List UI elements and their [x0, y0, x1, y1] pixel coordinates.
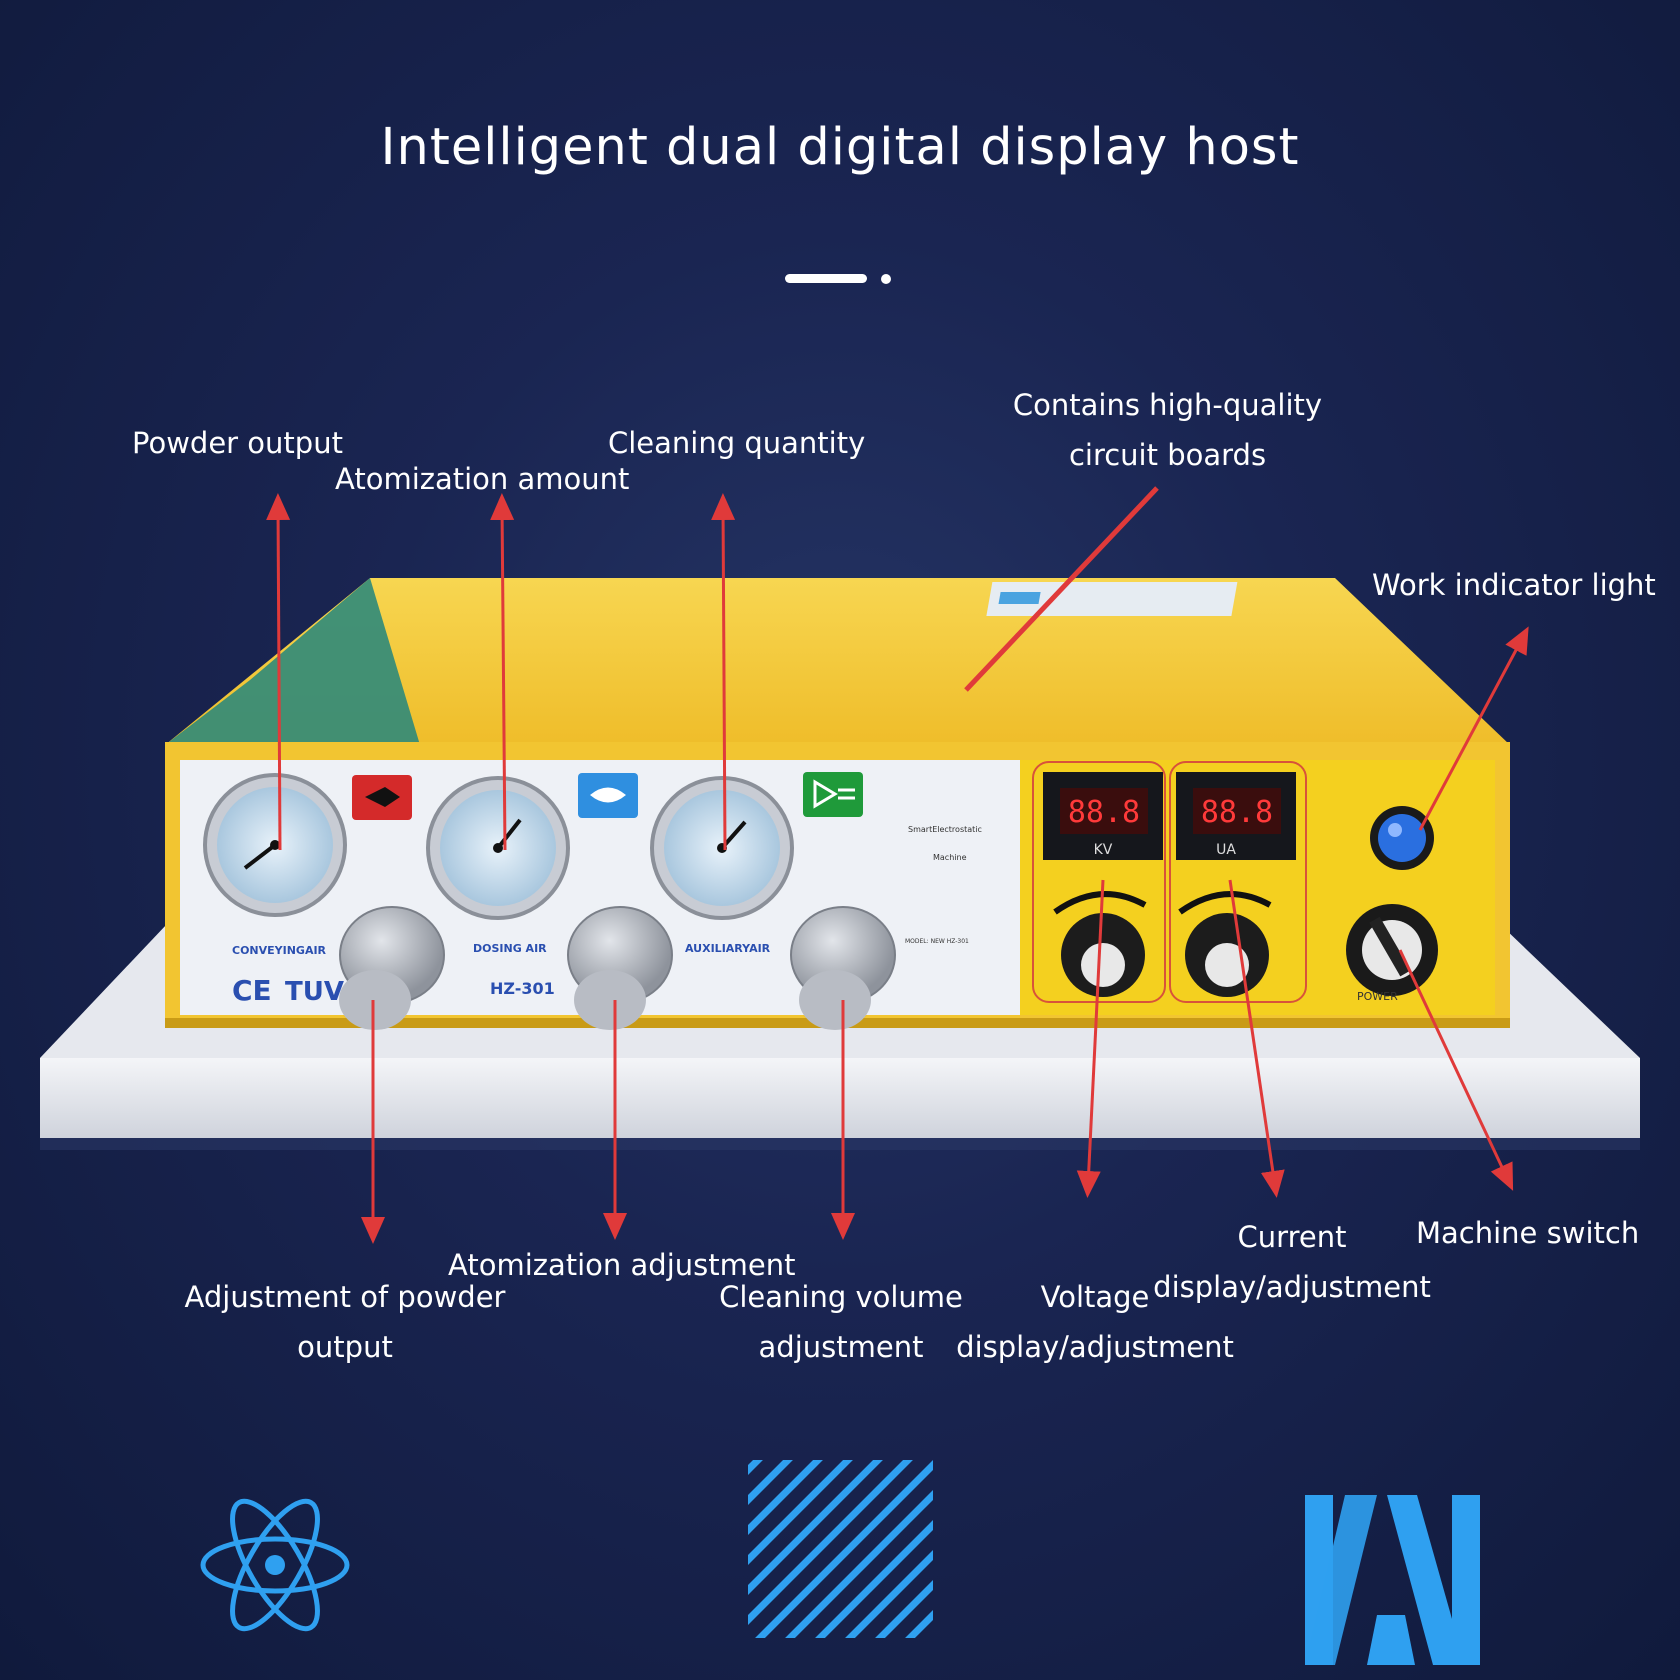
gauge-auxiliary-air — [650, 776, 794, 920]
label-cleaning-quantity: Cleaning quantity — [608, 426, 866, 460]
title-dot — [881, 274, 891, 284]
svg-text:88.8: 88.8 — [1068, 795, 1140, 830]
atomization-knob[interactable] — [567, 906, 673, 1030]
gauge3-label: AUXILIARYAIR — [685, 942, 771, 955]
gauge1-label: CONVEYINGAIR — [232, 944, 327, 957]
label-current: Current display/adjustment — [1152, 1212, 1432, 1312]
ce-mark: CE — [232, 974, 272, 1007]
label-cleaning-volume: Cleaning volume adjustment — [715, 1272, 967, 1372]
diagonal-stripes-icon — [748, 1460, 933, 1638]
label-adj-powder-line2: output — [297, 1330, 393, 1364]
label-adj-powder-line1: Adjustment of powder — [184, 1280, 506, 1314]
model-code: HZ-301 — [490, 979, 555, 998]
label-circuit-boards: Contains high-quality circuit boards — [1000, 380, 1335, 480]
page-title: Intelligent dual digital display host — [380, 118, 1300, 177]
tuv-mark: TUV — [285, 977, 344, 1007]
label-cleaning-volume-line2: adjustment — [758, 1330, 924, 1364]
label-powder-output: Powder output — [132, 426, 343, 460]
label-voltage-line2: display/adjustment — [956, 1330, 1234, 1364]
gauge2-label: DOSING AIR — [473, 942, 547, 955]
gauge-conveying-air — [203, 773, 347, 917]
powder-output-knob[interactable] — [339, 906, 445, 1030]
label-atomization-amount: Atomization amount — [335, 462, 630, 496]
label-circuit-line2: circuit boards — [1068, 438, 1267, 472]
svg-text:88.8: 88.8 — [1201, 795, 1273, 830]
air-dosing-icon — [578, 773, 638, 818]
title-underline — [785, 274, 867, 283]
zigzag-logo-icon — [1305, 1495, 1480, 1665]
label-circuit-line1: Contains high-quality — [1012, 388, 1323, 422]
label-atomization-adjustment: Atomization adjustment — [448, 1248, 796, 1282]
label-voltage-line1: Voltage — [1040, 1280, 1150, 1314]
brand-line1: SmartElectrostatic — [908, 825, 982, 834]
kv-label: KV — [1094, 842, 1113, 858]
cleaning-volume-knob[interactable] — [790, 906, 896, 1030]
cleaning-air-icon — [803, 772, 863, 817]
label-adj-powder: Adjustment of powder output — [180, 1272, 510, 1372]
brand-line2: Machine — [933, 853, 967, 862]
label-cleaning-volume-line1: Cleaning volume — [719, 1280, 963, 1314]
powder-spray-icon — [352, 775, 412, 820]
current-display: 88.8 UA — [1176, 772, 1296, 860]
model-line: MODEL: NEW HZ-301 — [905, 938, 969, 945]
label-machine-switch: Machine switch — [1416, 1216, 1640, 1250]
ua-label: UA — [1216, 842, 1236, 858]
atom-icon — [200, 1498, 350, 1632]
gauge-dosing-air — [426, 776, 570, 920]
label-voltage: Voltage display/adjustment — [955, 1272, 1235, 1372]
voltage-display: 88.8 KV — [1043, 772, 1163, 860]
work-indicator-light — [1370, 806, 1434, 870]
label-current-line1: Current — [1237, 1220, 1347, 1254]
power-label: POWER — [1357, 990, 1398, 1003]
label-current-line2: display/adjustment — [1153, 1270, 1431, 1304]
label-work-indicator: Work indicator light — [1372, 568, 1656, 602]
